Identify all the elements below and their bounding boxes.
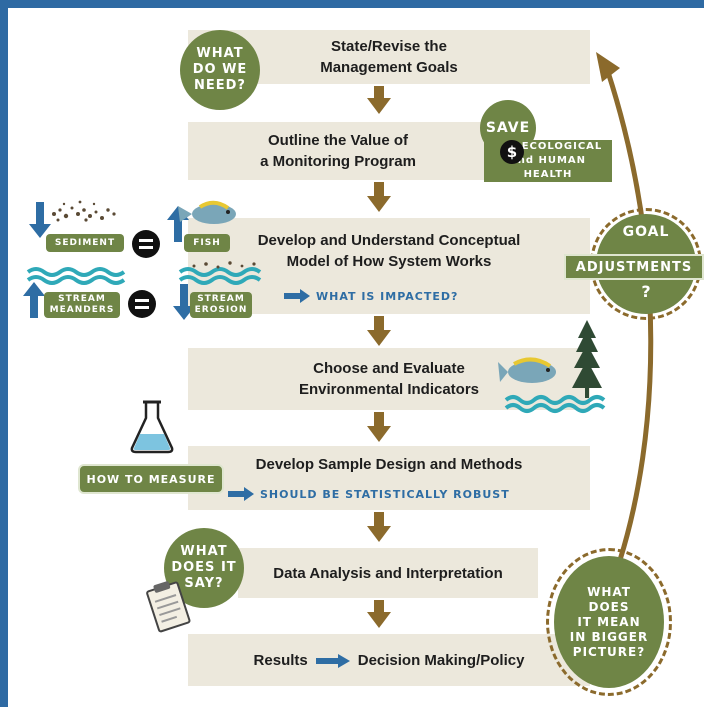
stream-meanders-label: STREAM MEANDERS [44,292,120,318]
erosion-down-arrow-icon [173,284,195,320]
what-does-it-say-badge: WHAT DOES IT SAY? [164,528,244,608]
what-is-impacted-text: WHAT IS IMPACTED? [316,290,459,303]
sediment-fish-illustration [29,200,236,242]
step-monitoring-value: Outline the Value of a Monitoring Progra… [188,122,488,180]
results-arrow-icon [315,653,350,668]
robust-arrow-icon [228,487,254,501]
goal-text: GOAL [622,224,670,240]
step-data-analysis: Data Analysis and Interpretation [238,548,538,598]
impacted-arrow-icon [284,289,310,303]
step-management-goals-text: State/Revise the Management Goals [320,38,458,76]
water-waves-2 [504,395,606,413]
indicators-illustration [498,320,606,413]
step-sample-design: Develop Sample Design and Methods [188,446,590,510]
step-results: Results Decision Making/Policy [188,634,590,686]
stream-illustration [23,261,262,320]
sediment-particles [52,200,116,222]
equals-icon [132,230,160,258]
stream-erosion-label: STREAM EROSION [190,292,252,318]
ecological-text: ECOLOGICAL [521,141,603,152]
sediment-label: SEDIMENT [46,234,124,252]
fish-icon [178,200,236,224]
sediment-down-arrow-icon [29,202,51,238]
human-health-text: and HUMAN HEALTH [509,155,587,180]
step-conceptual-model: Develop and Understand Conceptual Model … [188,218,590,314]
water-waves [26,267,262,285]
flow-arrows [367,52,654,628]
what-do-we-need-badge: WHAT DO WE NEED? [180,30,260,110]
step-indicators-text: Choose and Evaluate Environmental Indica… [298,360,480,398]
down-arrow-icons [367,86,391,628]
step-data-analysis-text: Data Analysis and Interpretation [273,564,503,582]
goal-question-mark: ? [641,282,651,301]
adjustments-badge: ADJUSTMENTS [564,254,704,280]
step-monitoring-value-text: Outline the Value of a Monitoring Progra… [260,132,416,170]
dollar-icon: $ [500,140,524,164]
step-decision-text: Decision Making/Policy [357,651,525,669]
bigger-picture-ring [546,548,672,696]
step-results-text: Results [253,651,308,669]
bigger-picture-badge: WHAT DOES IT MEAN IN BIGGER PICTURE? [554,556,664,688]
flask-icon [130,400,174,454]
return-arc [605,71,654,561]
meanders-up-arrow-icon [23,282,45,318]
pine-tree-icon [572,320,602,398]
statistically-robust-text: SHOULD BE STATISTICALLY ROBUST [260,488,510,501]
return-arrowhead-icon [596,52,620,82]
how-to-measure-badge: HOW TO MEASURE [78,464,224,494]
diagram-canvas: State/Revise the Management Goals Outlin… [8,8,704,707]
clipboard-icon [146,581,191,633]
step-conceptual-model-text: Develop and Understand Conceptual Model … [257,232,521,270]
equals-icon-2 [128,290,156,318]
fish-label: FISH [184,234,230,252]
step-sample-design-text: Develop Sample Design and Methods [255,456,523,473]
erosion-particles [192,261,256,269]
fish-icon-2 [498,357,556,383]
